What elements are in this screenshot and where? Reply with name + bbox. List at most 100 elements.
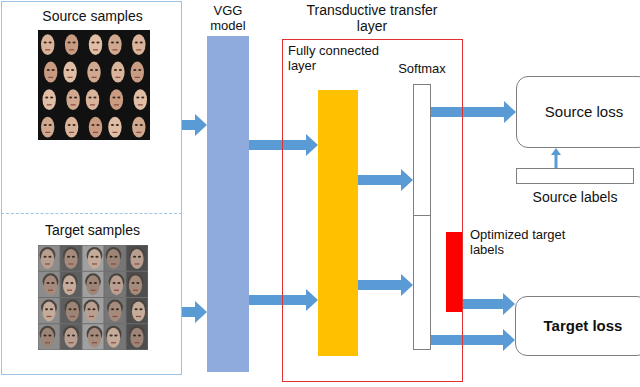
eye [73,308,76,310]
image-cell [39,324,60,349]
face [66,301,79,321]
eye [111,308,114,310]
softmax-divider [414,215,430,216]
eye [135,41,138,43]
eye [114,256,117,258]
eye [116,308,119,310]
eye [68,124,71,126]
mouth [47,316,52,317]
image-cell [105,246,126,271]
face [108,117,121,138]
mouth [92,263,97,264]
fully-connected-bar-shape [318,90,358,356]
node-label: Target samples [2,222,183,238]
face [132,117,145,138]
image-cell [39,272,60,297]
loss-box: Target loss [515,296,640,356]
image-cell [61,272,82,297]
eye [112,96,115,98]
eye [134,308,137,310]
eye [69,96,72,98]
face [89,34,102,55]
image-cell [127,324,148,349]
eye [88,96,91,98]
eye [51,282,54,284]
face [65,117,78,138]
face [86,275,99,295]
eye [116,41,119,43]
eye [65,282,68,284]
target-face-grid [38,245,148,350]
face [64,249,77,269]
eye [96,124,99,126]
node-label: Fully connected layer [288,44,388,74]
eye [43,335,46,337]
face [64,328,77,348]
mouth [69,132,74,133]
eye [91,124,94,126]
mouth [92,77,97,78]
eye [44,41,47,43]
eye [94,282,97,284]
face [42,89,55,110]
eye [50,96,53,98]
node-label: Softmax [394,62,450,77]
eye [72,41,75,43]
node-label: Source loss [517,103,640,120]
face [86,89,99,110]
vgg-model-bar: VGG model [205,0,251,373]
face [89,117,102,138]
face [85,301,98,321]
node-label: Target loss [516,317,640,334]
image-cell [105,272,126,297]
eye [133,256,136,258]
eye [96,41,99,43]
flow-arrow [182,301,207,323]
mouth [89,316,94,317]
eye [48,256,51,258]
image-cell [127,246,148,271]
image-cell [83,324,104,349]
flow-arrow [358,169,413,191]
mouth [48,290,53,291]
eye [133,69,136,71]
face [66,89,79,110]
eye [140,124,143,126]
face [44,62,57,83]
transfer-layer-box: Transductive transfer layerFully connect… [282,0,463,382]
eye [72,335,75,337]
mouth [111,263,116,264]
flow-arrow [462,293,515,315]
optimized-labels-bar-shape [446,232,462,312]
mouth [112,132,117,133]
eye [89,282,92,284]
eye [95,69,98,71]
eye [87,308,90,310]
node-label: Transductive transfer layer [302,2,442,34]
mouth [115,77,120,78]
eye [67,256,70,258]
face [110,275,123,295]
face [41,34,54,55]
eye [138,256,141,258]
mouth [135,263,140,264]
mouth [45,49,50,50]
mouth [90,104,95,105]
face [130,249,143,269]
mouth [111,342,116,343]
eye [66,69,69,71]
flow-arrow [182,114,207,136]
mouth [136,316,141,317]
flow-arrow [431,101,516,123]
image-cell [127,272,148,297]
face [88,328,101,348]
eye [47,69,50,71]
eye [50,308,53,310]
node-label: VGG model [205,4,251,34]
face [65,34,78,55]
flow-arrow [551,148,561,168]
eye [112,282,115,284]
mouth [69,49,74,50]
eye [46,282,49,284]
vgg-model-bar-shape [207,36,249,372]
